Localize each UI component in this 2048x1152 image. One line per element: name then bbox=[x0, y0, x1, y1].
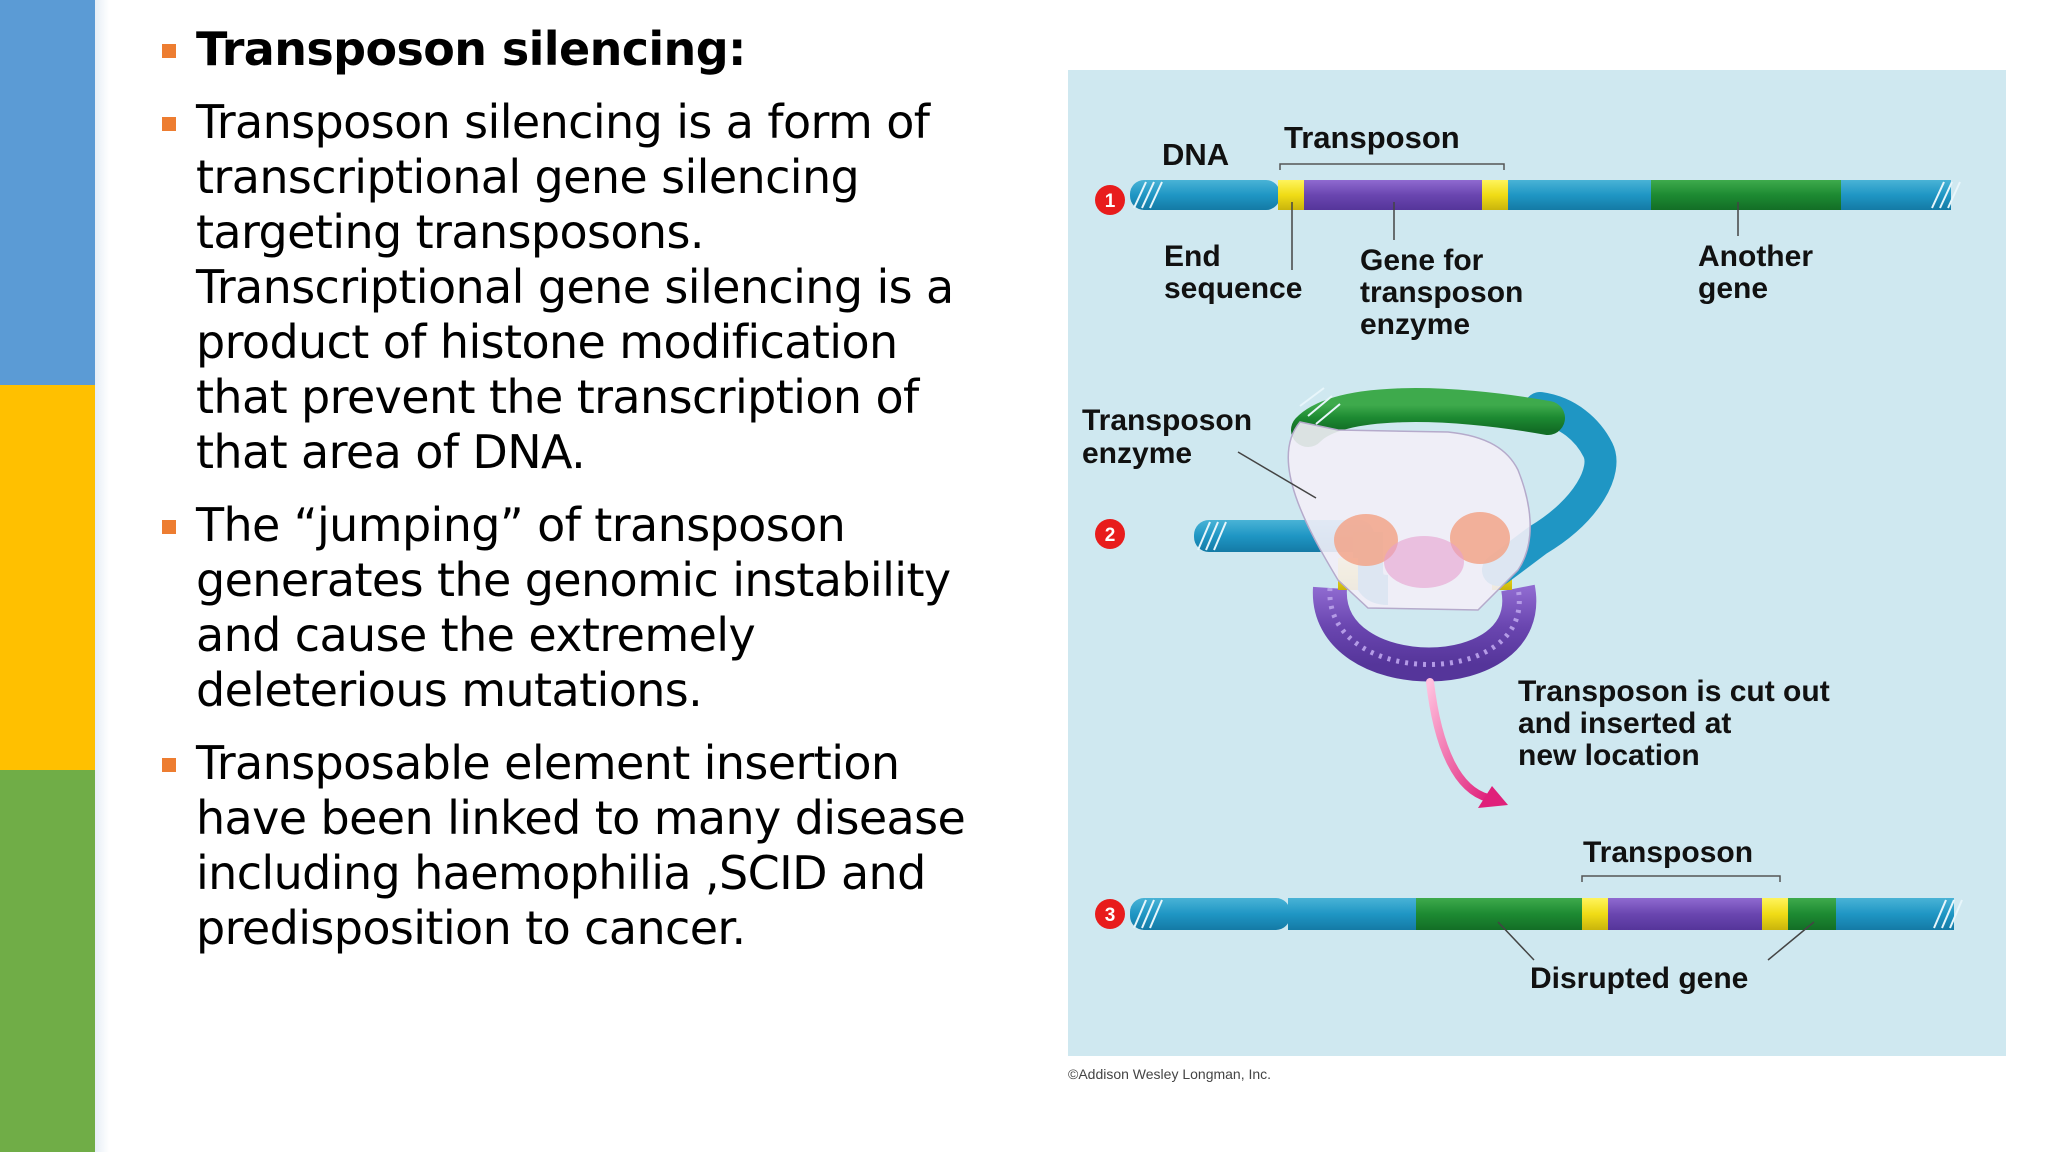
label-end-sequence-2: sequence bbox=[1164, 272, 1302, 305]
bullet-item: Transposon silencing is a form of transc… bbox=[158, 95, 998, 480]
transposon-diagram-svg: 1 DNA Transposon End sequence Gene for t… bbox=[1082, 120, 1963, 995]
bullet-marker bbox=[162, 44, 176, 58]
label-another-gene-1: Another bbox=[1698, 240, 1813, 273]
step-1-dna-strand bbox=[1130, 180, 1961, 210]
bullet-marker bbox=[162, 117, 176, 131]
bullet-marker bbox=[162, 758, 176, 772]
bullet-list: Transposon silencing: Transposon silenci… bbox=[158, 22, 998, 974]
bullet-text: Transposon silencing is a form of transc… bbox=[196, 95, 954, 479]
bullet-text: Transposable element insertion have been… bbox=[196, 736, 966, 955]
accent-stripe-yellow bbox=[0, 385, 95, 770]
pointer-disrupted-left bbox=[1497, 921, 1535, 961]
label-cut-caption-2: and inserted at bbox=[1518, 707, 1731, 740]
label-transposon: Transposon bbox=[1284, 120, 1460, 155]
step-2-dna-loop bbox=[1194, 387, 1617, 682]
label-transposon-new: Transposon bbox=[1583, 836, 1753, 869]
label-gene-enzyme-1: Gene for bbox=[1360, 244, 1484, 277]
bullet-text: Transposon silencing: bbox=[196, 22, 746, 76]
label-transposon-enzyme-2: enzyme bbox=[1082, 437, 1192, 470]
figure-label: 3 bbox=[1105, 905, 1116, 926]
bullet-item: Transposable element insertion have been… bbox=[158, 736, 998, 956]
bullet-marker bbox=[162, 520, 176, 534]
step-3-dna-strand bbox=[1130, 898, 1963, 930]
figure-label: 2 bbox=[1105, 525, 1116, 546]
label-transposon-enzyme-1: Transposon bbox=[1082, 404, 1252, 437]
transposon-bracket bbox=[1279, 163, 1505, 170]
bullet-heading: Transposon silencing: bbox=[158, 22, 998, 77]
pointer-disrupted-right bbox=[1767, 921, 1815, 961]
step-3-number-badge: 3 bbox=[1095, 899, 1125, 929]
bullet-item: The “jumping” of transposon generates th… bbox=[158, 498, 998, 718]
transposon-diagram: 1 DNA Transposon End sequence Gene for t… bbox=[1068, 70, 2006, 1056]
bullet-text: The “jumping” of transposon generates th… bbox=[196, 498, 951, 717]
accent-stripe-shadow bbox=[95, 0, 109, 1152]
accent-stripe-green bbox=[0, 770, 95, 1152]
step-1-number-badge: 1 bbox=[1095, 185, 1125, 215]
label-end-sequence-1: End bbox=[1164, 240, 1221, 273]
step-2-arrow bbox=[1426, 678, 1508, 808]
label-cut-caption-3: new location bbox=[1518, 739, 1700, 772]
figure-label: 1 bbox=[1105, 191, 1116, 212]
label-cut-caption-1: Transposon is cut out bbox=[1518, 675, 1830, 708]
label-gene-enzyme-2: transposon bbox=[1360, 276, 1523, 309]
label-gene-enzyme-3: enzyme bbox=[1360, 308, 1470, 341]
accent-stripe-blue bbox=[0, 0, 95, 385]
transposon-new-bracket bbox=[1581, 875, 1781, 882]
label-another-gene-2: gene bbox=[1698, 272, 1768, 305]
label-dna: DNA bbox=[1162, 137, 1229, 172]
label-disrupted-gene: Disrupted gene bbox=[1530, 962, 1748, 995]
figure-credit: ©Addison Wesley Longman, Inc. bbox=[1068, 1066, 1272, 1082]
step-2-number-badge: 2 bbox=[1095, 519, 1125, 549]
